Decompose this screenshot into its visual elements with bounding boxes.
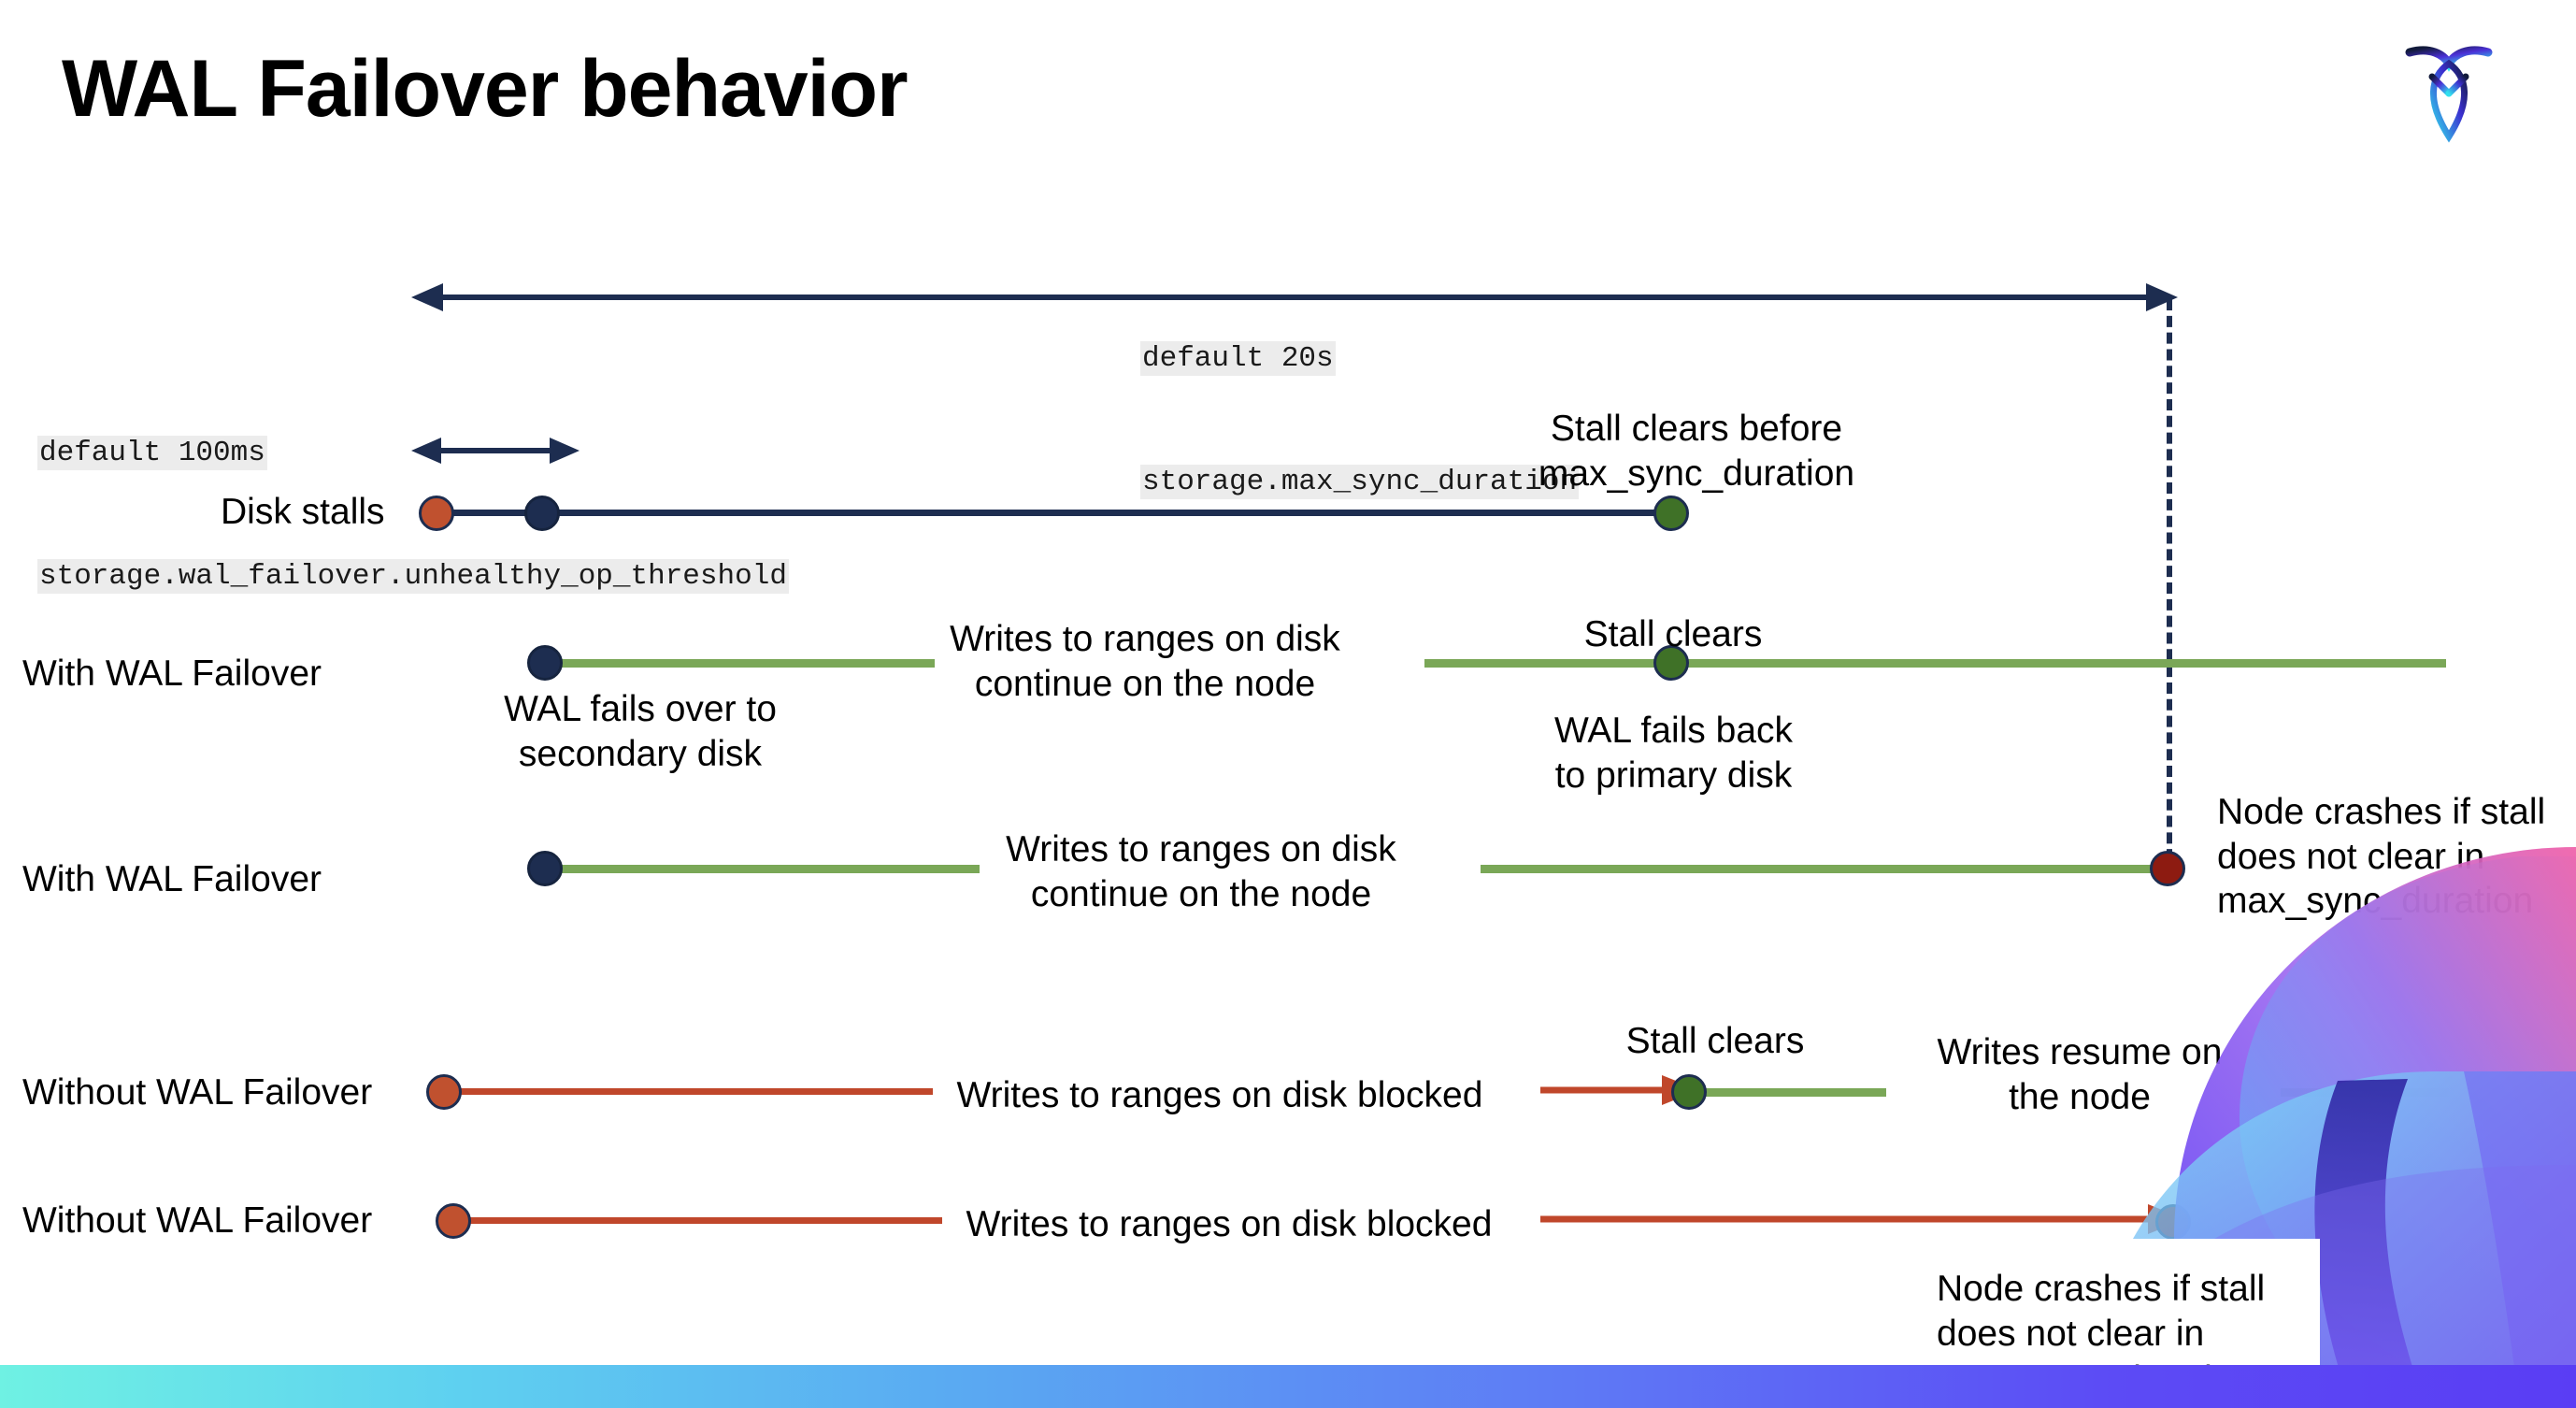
callout-node-crashes-2: Node crashes if stall does not clear in … <box>1853 1239 2320 1400</box>
without-wal-2-blocked-arrow <box>1540 1204 2185 1234</box>
max-sync-duration-arrow <box>411 283 2178 311</box>
note-wal-fails-over-to-secondary-disk: WAL fails over to secondary disk <box>504 689 777 774</box>
disk-stall-clear-dot <box>1653 496 1689 531</box>
wal-failover-1-segment-a <box>548 659 935 668</box>
wal-failover-1-start-dot <box>527 645 563 681</box>
note-writes-blocked-1: Writes to ranges on disk blocked <box>956 1075 1483 1115</box>
row-label-disk-stalls: Disk stalls <box>221 492 385 532</box>
max-sync-duration-annotation: default 20s storage.max_sync_duration <box>1140 256 1580 585</box>
page-title: WAL Failover behavior <box>62 44 909 134</box>
wal-failover-2-node-crash-dot <box>2150 851 2185 886</box>
wal-failover-2-start-dot <box>527 851 563 886</box>
without-wal-1-stall-start-dot <box>426 1074 462 1110</box>
without-wal-1-resume-segment-b <box>2281 1088 2449 1097</box>
note-writes-blocked-2: Writes to ranges on disk blocked <box>966 1204 1493 1244</box>
max-sync-setting-name: storage.max_sync_duration <box>1140 465 1580 500</box>
bottom-gradient-bar <box>0 1365 2576 1408</box>
note-writes-continue-2: Writes to ranges on disk continue on the… <box>1006 829 1396 914</box>
wal-failover-trigger-dot <box>524 496 560 531</box>
without-wal-1-stall-clear-dot <box>1671 1074 1707 1110</box>
unhealthy-op-default-text: default 100ms <box>37 436 267 471</box>
note-node-crashes-1: Node crashes if stall does not clear in … <box>2217 792 2546 922</box>
wal-failover-2-segment-b <box>1481 865 2177 873</box>
row-label-without-wal-failover-1: Without WAL Failover <box>22 1072 373 1113</box>
without-wal-2-blocked-segment-a <box>458 1217 942 1224</box>
max-sync-default-text: default 20s <box>1140 341 1336 377</box>
row-label-with-wal-failover-1: With WAL Failover <box>22 654 322 694</box>
without-wal-1-resume-segment-a <box>1673 1088 1886 1097</box>
unhealthy-op-setting-name: storage.wal_failover.unhealthy_op_thresh… <box>37 559 789 595</box>
note-writes-resume-on-node: Writes resume on the node <box>1937 1032 2223 1117</box>
row-label-without-wal-failover-2: Without WAL Failover <box>22 1200 373 1241</box>
note-stall-clears-1: Stall clears <box>1583 614 1763 654</box>
without-wal-2-stall-start-dot <box>436 1203 471 1239</box>
unhealthy-op-threshold-arrow <box>411 438 580 464</box>
unhealthy-op-threshold-annotation: default 100ms storage.wal_failover.unhea… <box>37 351 789 680</box>
cockroachdb-logo-icon <box>2389 28 2509 148</box>
wal-failover-1-stall-clear-dot <box>1653 645 1689 681</box>
max-sync-duration-dashed-guide <box>2167 299 2172 877</box>
note-wal-fails-back-to-primary: WAL fails back to primary disk <box>1553 711 1794 796</box>
without-wal-2-node-crash-dot <box>2155 1204 2191 1240</box>
wal-failover-1-segment-b <box>1424 659 2446 668</box>
note-writes-continue-1: Writes to ranges on disk continue on the… <box>950 619 1340 704</box>
wal-failover-2-segment-a <box>548 865 980 873</box>
disk-stall-start-dot <box>419 496 454 531</box>
row-label-with-wal-failover-2: With WAL Failover <box>22 859 322 899</box>
note-stall-clears-2: Stall clears <box>1625 1021 1805 1061</box>
note-stall-clears-before-max-sync: Stall clears before max_sync_duration <box>1538 409 1855 494</box>
without-wal-1-blocked-segment-a <box>449 1088 933 1095</box>
disk-stalls-timeline <box>436 510 1682 516</box>
